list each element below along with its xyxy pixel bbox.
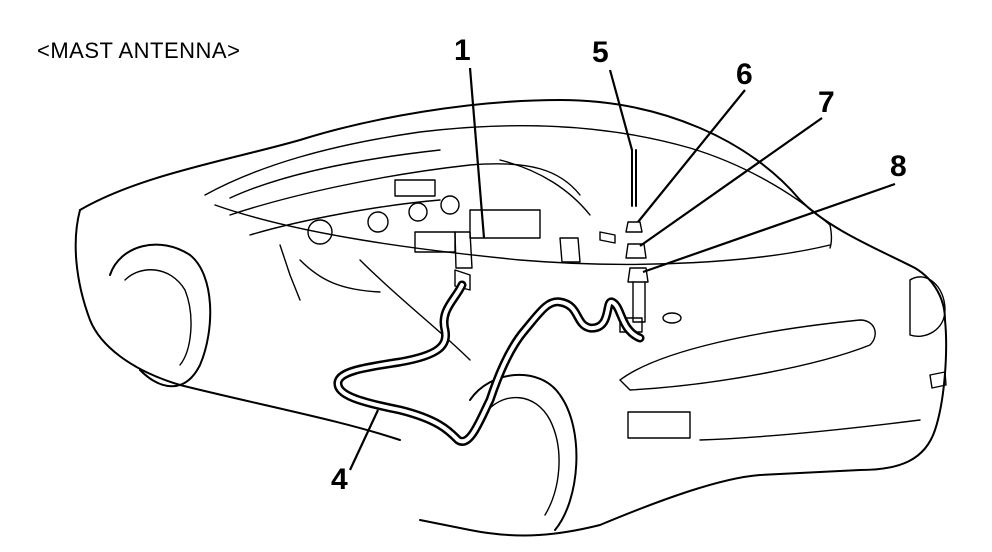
leader-8: [642, 182, 896, 274]
leader-6: [637, 89, 746, 223]
car-body: [74, 99, 948, 537]
callout-6: 6: [736, 58, 753, 91]
callout-1: 1: [454, 34, 471, 67]
feeder-cable: [333, 280, 645, 446]
leader-lines: [349, 67, 896, 471]
callout-7: 7: [818, 86, 835, 119]
callout-5: 5: [592, 36, 609, 69]
radio-bracket: [454, 231, 616, 291]
leader-7: [639, 117, 823, 247]
antenna-assembly: [619, 149, 682, 333]
leader-5: [608, 69, 634, 151]
leader-4: [349, 409, 379, 471]
callout-8: 8: [890, 150, 907, 183]
diagram-title: <MAST ANTENNA>: [37, 38, 241, 63]
leader-1: [468, 67, 486, 239]
callout-4: 4: [331, 463, 348, 496]
